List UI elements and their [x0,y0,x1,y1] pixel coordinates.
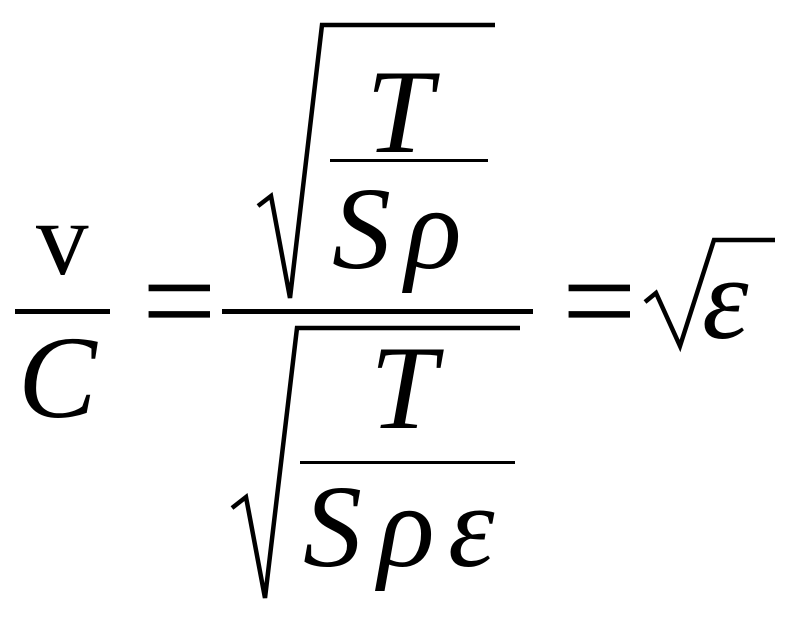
upper-numerator-t: T [366,45,440,178]
lower-denominator-s: S [303,461,362,592]
lhs-numerator-v: v [36,180,89,297]
upper-radical-sign [256,22,495,299]
lower-denominator-rho: ρ [375,461,435,592]
upper-inner-fraction-bar [330,159,488,162]
lower-numerator-t: T [370,321,444,454]
lhs-fraction-bar [15,309,110,314]
lower-radical-sign [230,325,520,599]
result-epsilon: ε [702,233,749,364]
result-radical-sign [643,237,775,353]
lhs-denominator-c: C [18,312,98,443]
lower-inner-fraction-bar [300,461,515,464]
main-fraction-bar [222,309,533,314]
upper-denominator-s: S [332,163,391,294]
upper-denominator-rho: ρ [402,163,462,294]
equals-sign-2: = [562,227,636,374]
lower-denominator-epsilon: ε [448,461,495,592]
equals-sign-1: = [142,227,216,374]
